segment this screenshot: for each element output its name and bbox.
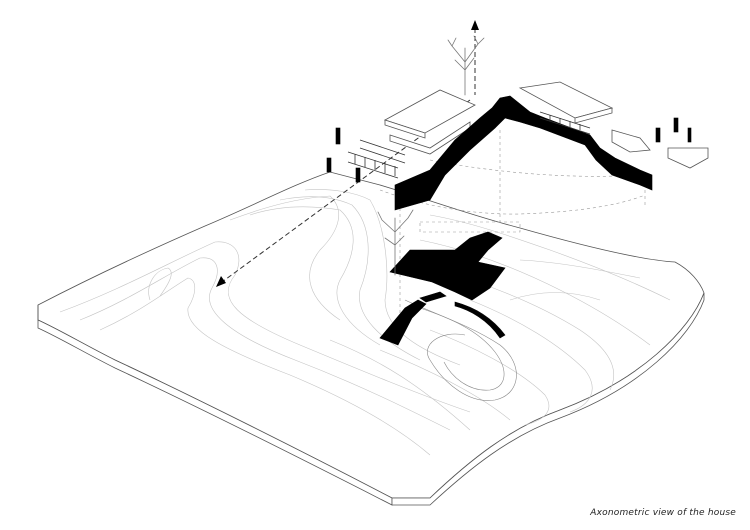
left-roof-slab-lower <box>384 119 426 139</box>
vertical-axis-arrowhead <box>471 20 479 30</box>
wall-panel-1 <box>335 127 341 145</box>
wall-panel-5 <box>655 127 661 143</box>
wall-panel-4 <box>673 117 679 133</box>
terrain-slab-edge-right <box>391 292 705 506</box>
driveway-loop <box>404 299 517 401</box>
wall-panel-6 <box>687 127 692 143</box>
left-railing <box>347 151 399 179</box>
wall-panel-3 <box>355 167 361 183</box>
driveway-inner <box>419 307 505 391</box>
right-roof-slab-edge <box>574 107 613 124</box>
right-terrace <box>667 147 709 169</box>
tree-top <box>447 35 485 96</box>
terrain-model <box>37 171 705 506</box>
terrain-surface <box>37 171 705 499</box>
diagonal-axis-arrowhead <box>216 276 226 287</box>
tree-middle <box>377 209 414 276</box>
wall-panel-2 <box>326 157 332 173</box>
lower-curved-wall <box>454 301 506 339</box>
lower-cross-section <box>389 231 506 301</box>
right-railing <box>539 111 591 135</box>
lower-strip-1 <box>419 291 447 303</box>
section-cut-main <box>394 95 653 211</box>
left-railing-2 <box>359 139 406 164</box>
drawing-caption: Axonometric view of the house <box>590 508 736 518</box>
house-lower-level <box>379 231 506 346</box>
house-upper-level <box>326 81 709 211</box>
tree-icon <box>377 209 414 276</box>
right-terrace-step <box>611 129 651 153</box>
tree-icon <box>447 35 485 96</box>
lower-wedge <box>379 299 427 346</box>
